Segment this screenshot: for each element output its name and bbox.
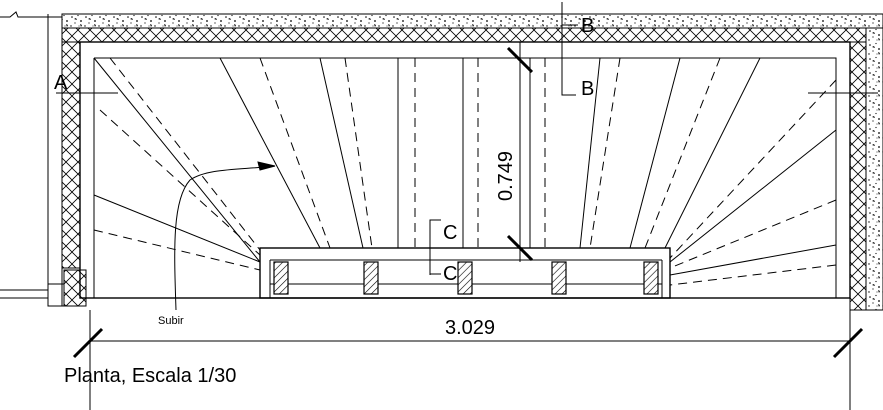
section-label-b-bottom: B — [581, 78, 594, 100]
section-mark-b: B B — [561, 2, 594, 100]
section-mark-c: C C — [429, 219, 457, 285]
width-dimension: 3.029 — [72, 310, 864, 410]
section-label-c-bottom: C — [443, 263, 457, 285]
subir-label: Subir — [158, 315, 184, 327]
hatched-posts — [273, 261, 659, 295]
concrete-slab — [0, 11, 883, 311]
stair-treads — [93, 57, 837, 276]
depth-dimension-label: 0.749 — [495, 151, 517, 201]
section-label-a: A — [54, 72, 68, 94]
depth-dimension: 0.749 — [495, 42, 534, 262]
section-label-b-top: B — [581, 15, 594, 37]
width-dimension-label: 3.029 — [445, 317, 495, 339]
section-mark-a: A — [54, 72, 878, 94]
stair-tread-nosings — [93, 57, 837, 286]
drawing-title: Planta, Escala 1/30 — [64, 365, 236, 387]
ascend-arrow: Subir — [158, 161, 276, 327]
section-label-c-top: C — [443, 222, 457, 244]
wall-insulation — [0, 14, 867, 311]
